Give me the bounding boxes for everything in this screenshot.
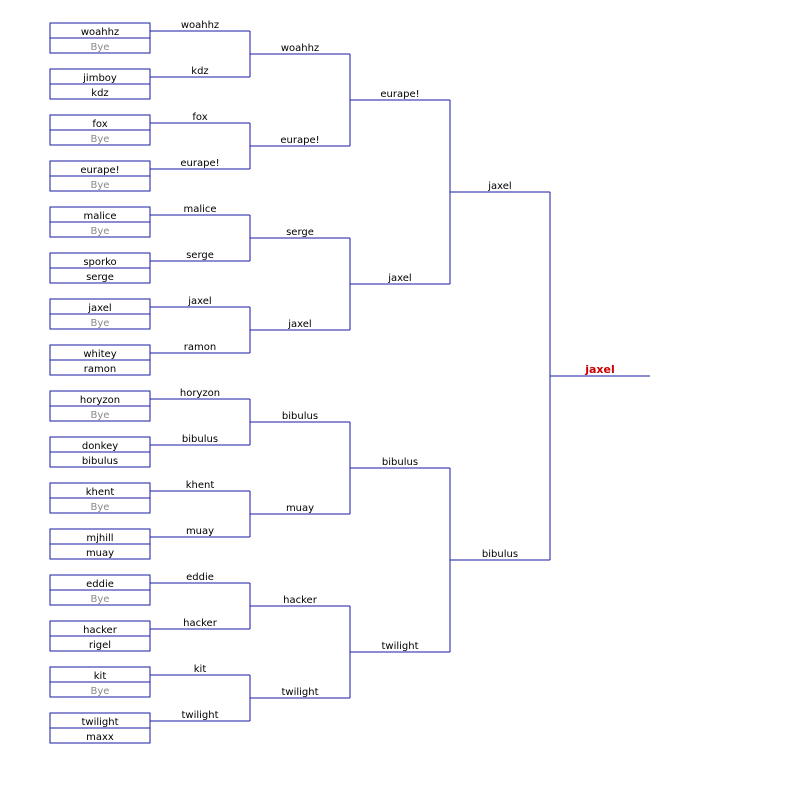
player-name: bibulus (82, 456, 118, 467)
winner-name: jaxel (487, 181, 511, 192)
winner-name: muay (286, 503, 314, 514)
player-name: woahhz (81, 27, 119, 38)
winner-name: jaxel (287, 319, 311, 330)
winner-name: twilight (281, 687, 318, 698)
winner-name: bibulus (182, 434, 218, 445)
winner-name: eurape! (380, 89, 419, 100)
player-name: fox (92, 119, 107, 130)
winner-name: serge (286, 227, 314, 238)
winner-name: eddie (186, 572, 214, 583)
player-name: jimboy (82, 73, 117, 84)
player-name: mjhill (86, 533, 113, 544)
player-name: maxx (86, 732, 114, 743)
champion-name: jaxel (584, 363, 615, 376)
player-name: Bye (91, 134, 110, 145)
player-name: Bye (91, 502, 110, 513)
winner-name: twilight (181, 710, 218, 721)
player-name: Bye (91, 410, 110, 421)
player-name: kit (94, 671, 107, 682)
player-name: hacker (83, 625, 118, 636)
winner-name: woahhz (281, 43, 319, 54)
player-name: horyzon (80, 395, 120, 406)
player-name: khent (86, 487, 115, 498)
player-name: sporko (83, 257, 116, 268)
player-name: Bye (91, 180, 110, 191)
winner-name: serge (186, 250, 214, 261)
player-name: Bye (91, 226, 110, 237)
player-name: muay (86, 548, 114, 559)
winner-name: bibulus (382, 457, 418, 468)
winner-name: khent (186, 480, 215, 491)
winner-name: eurape! (180, 158, 219, 169)
winner-name: jaxel (187, 296, 211, 307)
player-name: Bye (91, 686, 110, 697)
winner-name: bibulus (482, 549, 518, 560)
player-name: kdz (91, 88, 108, 99)
winner-name: twilight (381, 641, 418, 652)
player-name: jaxel (87, 303, 111, 314)
winner-name: woahhz (181, 20, 219, 31)
player-name: twilight (81, 717, 118, 728)
player-name: eddie (86, 579, 114, 590)
player-name: Bye (91, 318, 110, 329)
winner-name: kit (194, 664, 207, 675)
winner-name: ramon (184, 342, 216, 353)
player-name: donkey (82, 441, 118, 452)
player-name: eurape! (80, 165, 119, 176)
player-name: whitey (83, 349, 116, 360)
winner-name: horyzon (180, 388, 220, 399)
winner-name: malice (183, 204, 216, 215)
winner-name: kdz (191, 66, 208, 77)
winner-name: eurape! (280, 135, 319, 146)
player-name: ramon (84, 364, 116, 375)
player-name: serge (86, 272, 114, 283)
player-name: malice (83, 211, 116, 222)
winner-name: muay (186, 526, 214, 537)
player-name: Bye (91, 594, 110, 605)
winner-name: bibulus (282, 411, 318, 422)
winner-name: jaxel (387, 273, 411, 284)
player-name: rigel (89, 640, 111, 651)
winner-name: hacker (283, 595, 318, 606)
winner-name: fox (192, 112, 207, 123)
winner-name: hacker (183, 618, 218, 629)
player-name: Bye (91, 42, 110, 53)
